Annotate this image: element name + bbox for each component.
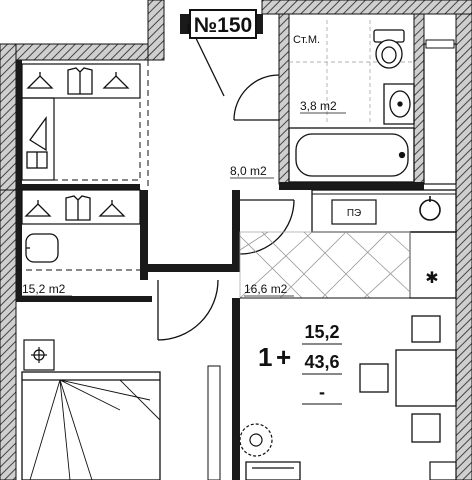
kitchen-door — [239, 199, 295, 255]
total-area: 43,6 — [304, 352, 339, 372]
wall-closet-left — [16, 60, 22, 300]
wall-bath-right — [413, 13, 425, 185]
bath-area-label: 3,8 m2 — [300, 99, 337, 113]
wall-hall-bottom — [148, 264, 238, 272]
interior-walls — [16, 60, 240, 480]
hall-boundary — [54, 97, 141, 181]
hall: №150 8,0 m2 — [21, 9, 295, 255]
bedroom: 15,2 m2 — [16, 233, 219, 480]
room-count: 1 — [258, 342, 272, 372]
fridge-label: ✱ — [425, 270, 438, 287]
wall-bath-left — [278, 13, 290, 185]
wall-top-right — [261, 0, 472, 15]
kitchen: ПЭ ✱ 1 + 15,2 43,6 - 16,6 m2 — [207, 189, 457, 480]
kitchen-area-label: 16,6 m2 — [244, 282, 288, 296]
plant-icon — [239, 423, 273, 457]
wall-top-left — [0, 43, 149, 61]
wardrobe-side — [21, 97, 55, 181]
wall-bath-bottom — [279, 182, 424, 190]
toilet-icon — [373, 29, 405, 69]
wall-right — [455, 13, 472, 480]
wardrobe-top — [21, 63, 141, 99]
bed-icon — [21, 371, 161, 480]
armchair-icon — [245, 461, 301, 480]
apartment-number: №150 — [194, 14, 252, 37]
wall-bed-kitchen — [232, 190, 240, 272]
kitchen-counter-right — [409, 231, 457, 299]
apartment-number-box — [189, 9, 257, 39]
wall-hall-bedroom — [140, 190, 148, 280]
living-area: 15,2 — [304, 322, 339, 342]
wall-bed-kitchen-lower — [232, 298, 240, 480]
bedroom-door — [157, 279, 219, 341]
room-plus: + — [276, 342, 291, 372]
wall-entry-jamb — [255, 14, 263, 34]
stove-label: ПЭ — [347, 208, 361, 219]
lamp-icon — [23, 339, 55, 371]
hall-area-label: 8,0 m2 — [230, 164, 267, 178]
kitchen-bottom-right-icon — [429, 461, 457, 480]
sink-icon — [383, 83, 415, 125]
bath-shaft — [423, 43, 457, 185]
window-left — [207, 365, 221, 480]
wall-left-upper — [0, 43, 17, 191]
stove-box — [331, 199, 377, 225]
shirt-icon — [67, 67, 93, 95]
bathroom: Ст.М. 3,8 m2 — [288, 20, 457, 185]
wall-closet-sep — [16, 184, 140, 190]
wardrobe-lower — [21, 189, 141, 225]
hanger-icon — [26, 72, 130, 89]
dining-table-icon — [359, 315, 457, 443]
bathtub-icon — [288, 127, 415, 183]
wall-bedroom-top — [16, 296, 152, 302]
washer-icon — [25, 233, 59, 263]
bath-tile-grid — [289, 20, 414, 124]
hanger-side-icon — [26, 116, 48, 169]
wall-left-lower — [0, 189, 17, 480]
wall-top-notch — [147, 0, 165, 61]
riser-label: Ст.М. — [293, 34, 320, 46]
bath-door — [233, 74, 280, 121]
extra-area: - — [319, 382, 325, 402]
hanger-lower-icon — [24, 195, 126, 221]
kitchen-sink-icon — [419, 196, 441, 221]
bedroom-area-label: 15,2 m2 — [22, 282, 66, 296]
